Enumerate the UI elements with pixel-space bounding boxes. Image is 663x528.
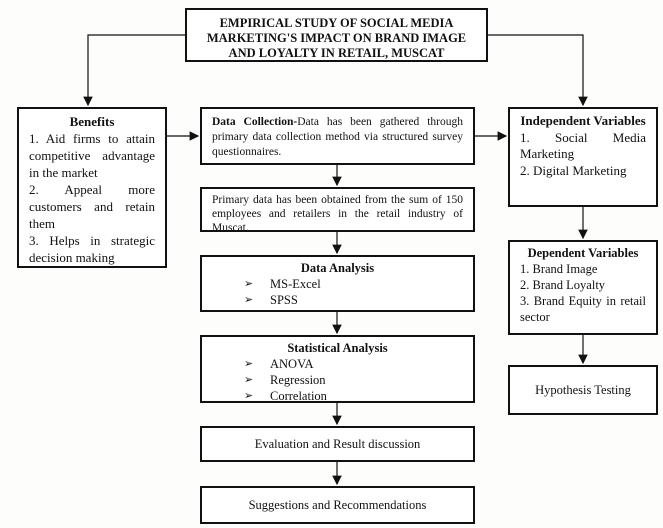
data-analysis-item: SPSS [244, 292, 463, 308]
dependent-variable-item: 2. Brand Loyalty [520, 278, 606, 292]
data-analysis-box: Data Analysis MS-Excel SPSS [200, 255, 475, 312]
data-collection-box: Data Collection-Data has been gathered t… [200, 107, 475, 165]
dependent-variable-item: 3. Brand Equity in retail sector [520, 294, 646, 324]
benefits-box: Benefits 1. Aid firms to attain competit… [17, 107, 167, 268]
data-analysis-heading: Data Analysis [300, 261, 375, 275]
arrow-title-benefits [83, 34, 185, 107]
statistical-analysis-heading: Statistical Analysis [287, 341, 388, 355]
independent-variables-box: Independent Variables 1. Social Media Ma… [508, 107, 658, 207]
data-collection-heading: Data Collection- [212, 116, 298, 128]
independent-variables-heading: Independent Variables [520, 113, 646, 128]
primary-data-text: Primary data has been obtained from the … [212, 194, 463, 232]
title-box: EMPIRICAL STUDY OF SOCIAL MEDIA MARKETIN… [185, 8, 488, 62]
independent-variable-item: 2. Digital Marketing [520, 162, 627, 178]
benefits-heading: Benefits [69, 114, 115, 129]
benefit-item: 2. Appeal more customers and retain them [29, 182, 155, 231]
dependent-variable-item: 1. Brand Image [520, 262, 598, 276]
data-collection-text: Data has been gathered through primary d… [212, 116, 464, 158]
statistical-analysis-item: Regression [244, 372, 463, 388]
statistical-analysis-item: ANOVA [244, 356, 463, 372]
benefit-item: 1. Aid firms to attain competitive advan… [29, 131, 155, 180]
independent-variable-item: 1. Social Media Marketing [520, 129, 646, 162]
statistical-analysis-box: Statistical Analysis ANOVA Regression Co… [200, 335, 475, 403]
dependent-variables-box: Dependent Variables 1. Brand Image 2. Br… [508, 240, 658, 335]
hypothesis-testing-text: Hypothesis Testing [535, 383, 631, 397]
primary-data-box: Primary data has been obtained from the … [200, 187, 475, 232]
evaluation-box: Evaluation and Result discussion [200, 426, 475, 462]
statistical-analysis-item: Correlation [244, 388, 463, 401]
benefit-item: 3. Helps in strategic decision making [29, 233, 155, 265]
dependent-variables-heading: Dependent Variables [527, 246, 639, 260]
arrow-title-independent [488, 34, 588, 107]
title-text: EMPIRICAL STUDY OF SOCIAL MEDIA MARKETIN… [206, 16, 467, 60]
suggestions-box: Suggestions and Recommendations [200, 486, 475, 524]
evaluation-text: Evaluation and Result discussion [254, 437, 421, 451]
data-analysis-item: MS-Excel [244, 276, 463, 292]
hypothesis-testing-box: Hypothesis Testing [508, 365, 658, 415]
suggestions-text: Suggestions and Recommendations [248, 498, 427, 512]
